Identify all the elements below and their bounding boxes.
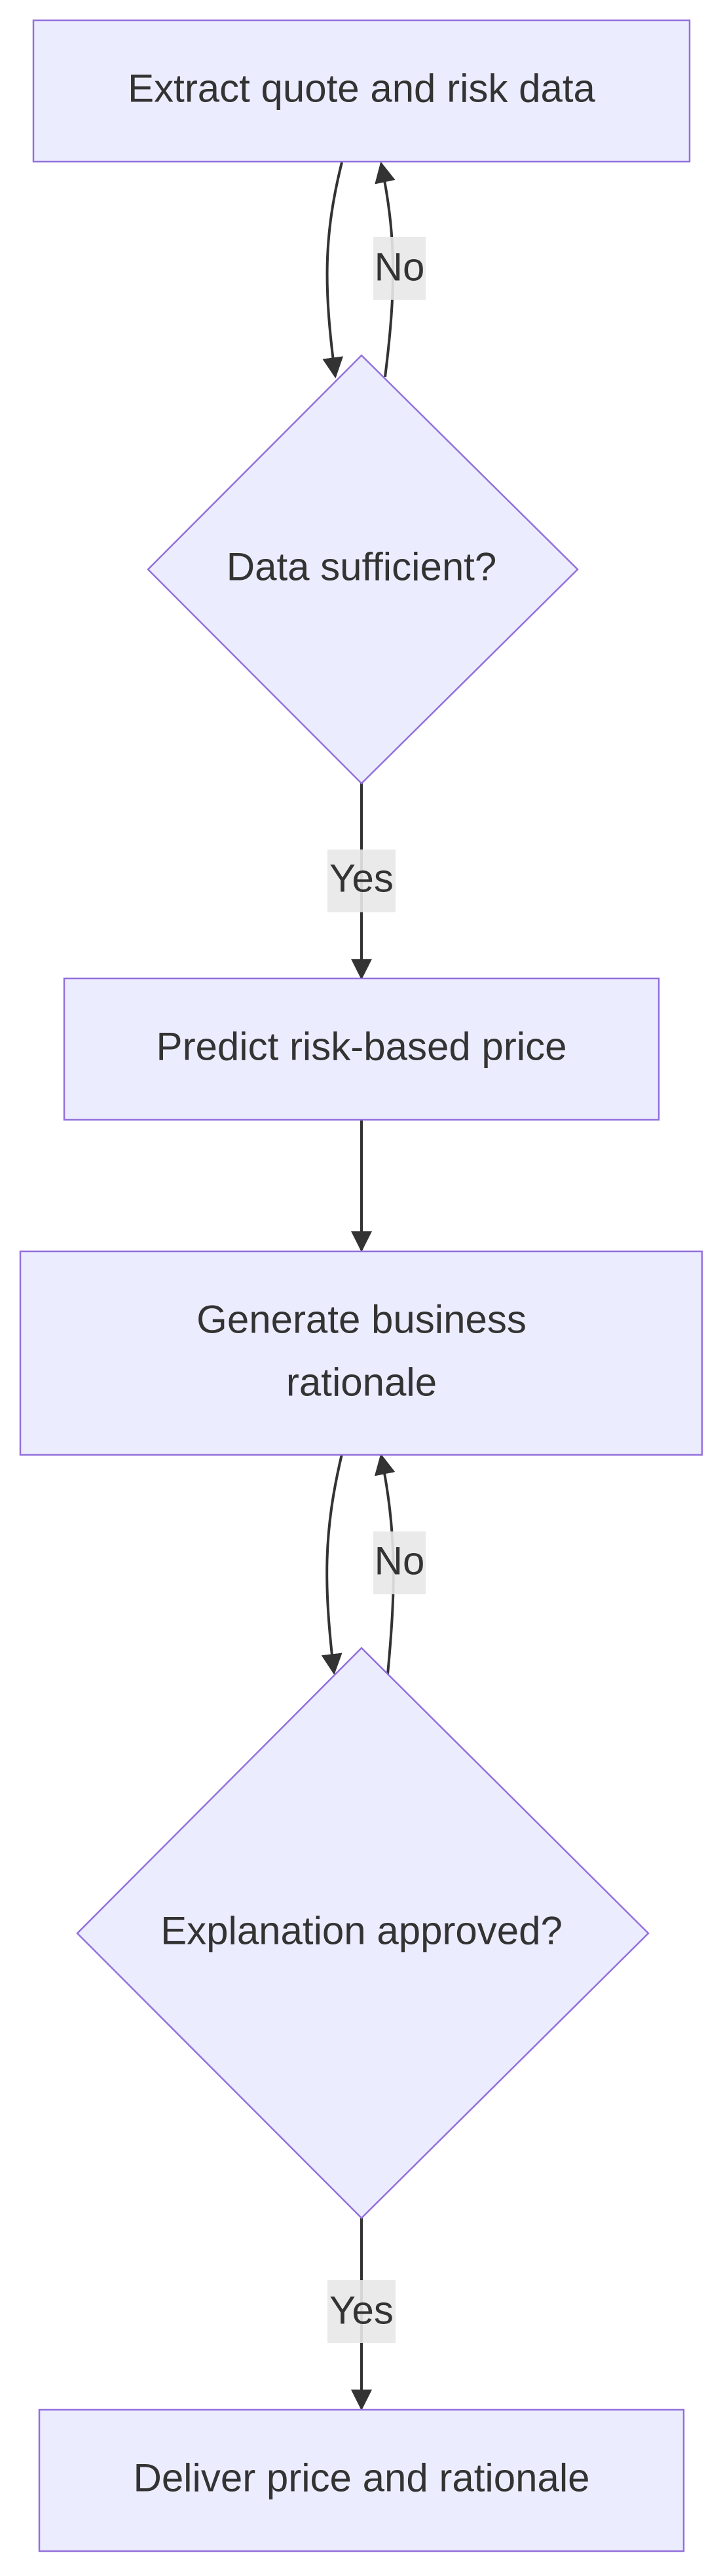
edge-label-data-yes-bg xyxy=(327,850,396,912)
node-predict: Predict risk-based price xyxy=(63,977,660,1121)
node-deliver-label: Deliver price and rationale xyxy=(133,2456,589,2500)
node-approval-check-diamond xyxy=(76,1647,650,2219)
node-data-check-label: Data sufficient? xyxy=(227,545,496,589)
edge-label-data-yes: Yes xyxy=(327,850,396,912)
edge-label-approval-no: No xyxy=(373,1531,426,1594)
edge-label-data-no: No xyxy=(373,237,426,300)
node-extract-box xyxy=(32,19,691,163)
node-extract-label: Extract quote and risk data xyxy=(128,67,595,111)
edge-label-data-no-text: No xyxy=(375,245,425,289)
edge-label-approval-yes-bg xyxy=(327,2280,396,2343)
edge-rationale-to-approval-check xyxy=(321,1454,343,1675)
node-approval-check: Explanation approved? xyxy=(76,1647,650,2219)
node-predict-label: Predict risk-based price xyxy=(157,1025,567,1069)
node-predict-box xyxy=(63,977,660,1121)
node-rationale-box xyxy=(19,1250,703,1456)
edge-label-approval-yes: Yes xyxy=(327,2280,396,2343)
node-rationale-label-line1: Generate business xyxy=(196,1298,527,1342)
node-approval-check-label: Explanation approved? xyxy=(160,1909,563,1953)
node-extract: Extract quote and risk data xyxy=(32,19,691,163)
edge-label-approval-yes-text: Yes xyxy=(329,2289,394,2333)
node-data-check: Data sufficient? xyxy=(147,354,579,785)
edge-label-approval-no-text: No xyxy=(375,1539,425,1583)
edge-label-approval-no-bg xyxy=(373,1531,426,1594)
node-rationale: Generate business rationale xyxy=(19,1250,703,1456)
edge-label-data-no-bg xyxy=(373,237,426,300)
node-rationale-label-line2: rationale xyxy=(286,1361,437,1404)
edge-extract-to-data-check xyxy=(322,162,344,379)
node-deliver: Deliver price and rationale xyxy=(38,2408,685,2552)
node-deliver-box xyxy=(38,2408,685,2552)
node-data-check-diamond xyxy=(147,354,579,785)
edge-label-data-yes-text: Yes xyxy=(329,857,394,901)
